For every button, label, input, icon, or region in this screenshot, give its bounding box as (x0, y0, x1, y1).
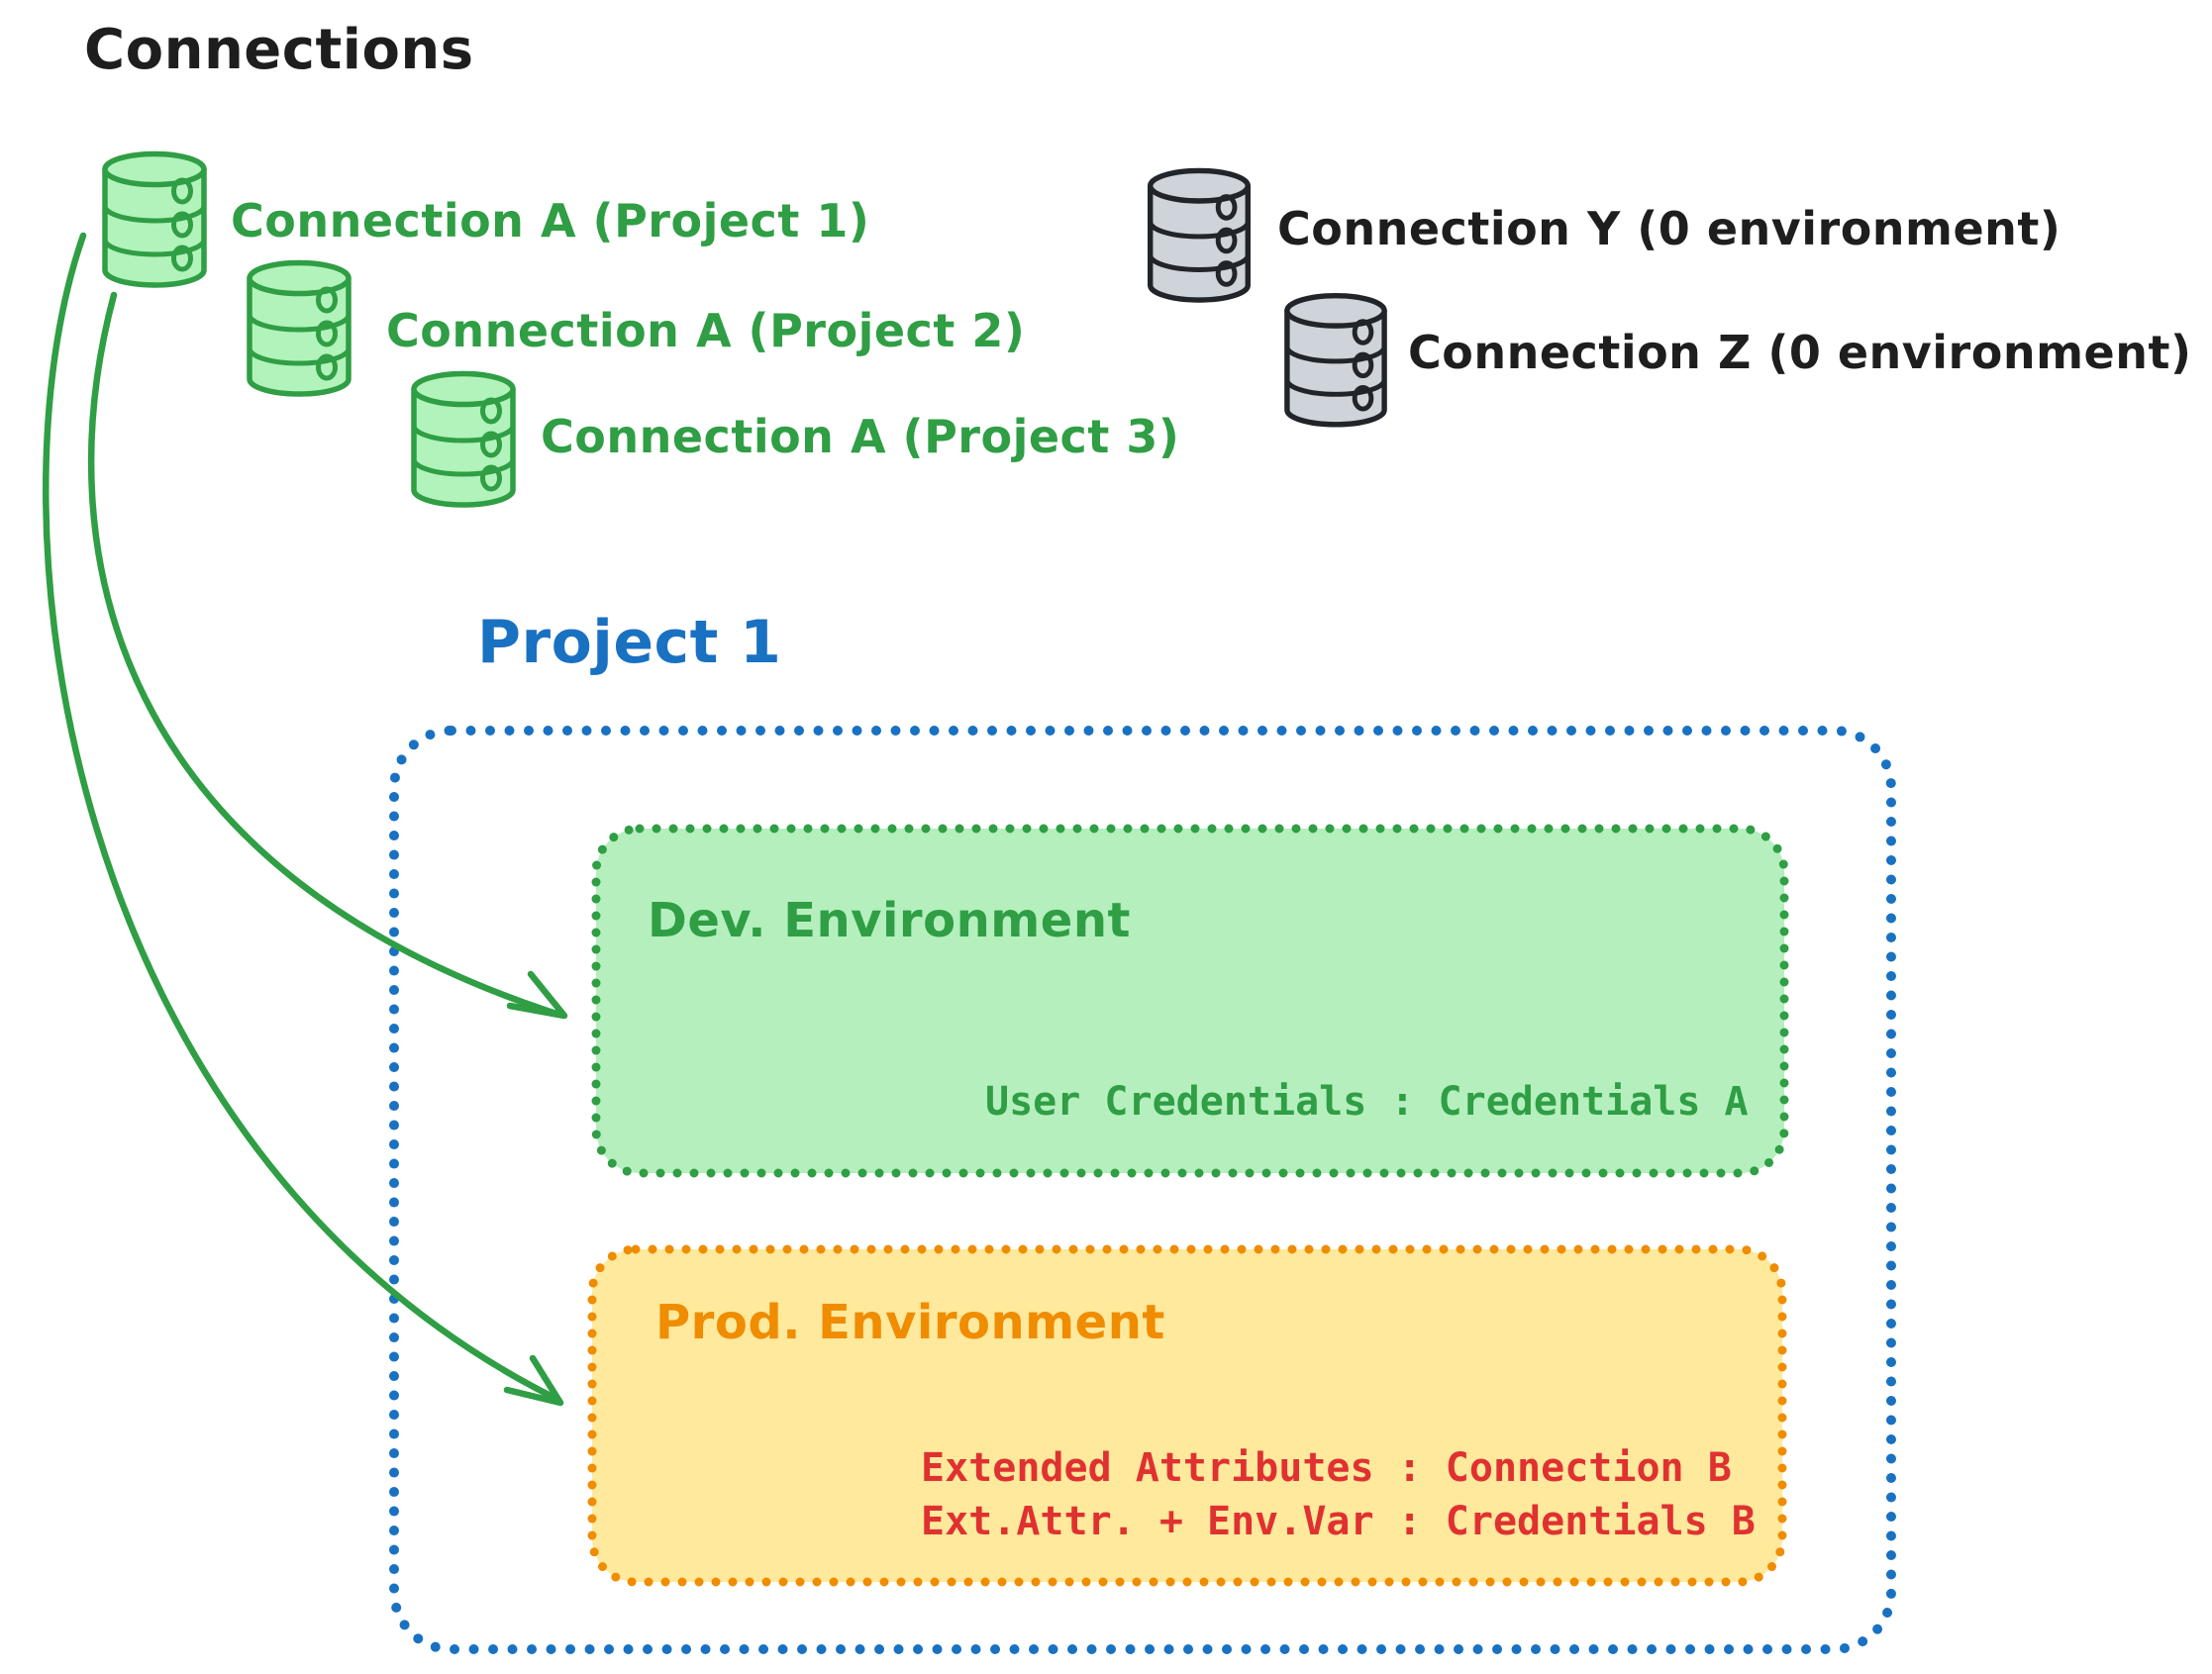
connection-a-project3-label: Connection A (Project 3) (541, 410, 1180, 463)
arrow-connection-a-to-dev (87, 291, 568, 1020)
prod-environment-box (587, 1244, 1787, 1587)
dev-environment-box (591, 824, 1789, 1178)
connection-a-project2-label: Connection A (Project 2) (386, 304, 1026, 357)
prod-environment-title: Prod. Environment (655, 1295, 1165, 1350)
connection-a-project1-label: Connection A (Project 1) (231, 194, 870, 247)
dev-environment-credentials-text: User Credentials : Credentials A (985, 1079, 1749, 1125)
database-icon-connection-z (1286, 295, 1385, 425)
connection-y-label: Connection Y (0 environment) (1277, 202, 2061, 255)
project1-title: Project 1 (477, 608, 782, 677)
database-icon-connection-y (1150, 170, 1249, 301)
arrow-connection-a-to-prod (43, 232, 564, 1407)
prod-environment-extended-attributes-text: Extended Attributes : Connection B (921, 1445, 1732, 1491)
prod-environment-env-var-text: Ext.Attr. + Env.Var : Credentials B (921, 1499, 1756, 1544)
connection-z-label: Connection Z (0 environment) (1408, 326, 2192, 379)
dev-environment-title: Dev. Environment (648, 893, 1131, 948)
database-icon-connection-a-project1 (105, 153, 204, 285)
database-icon-connection-a-project3 (414, 373, 513, 505)
database-icon-connection-a-project2 (250, 262, 349, 394)
project1-container-box (389, 726, 1896, 1654)
diagram-title: Connections (84, 18, 474, 82)
